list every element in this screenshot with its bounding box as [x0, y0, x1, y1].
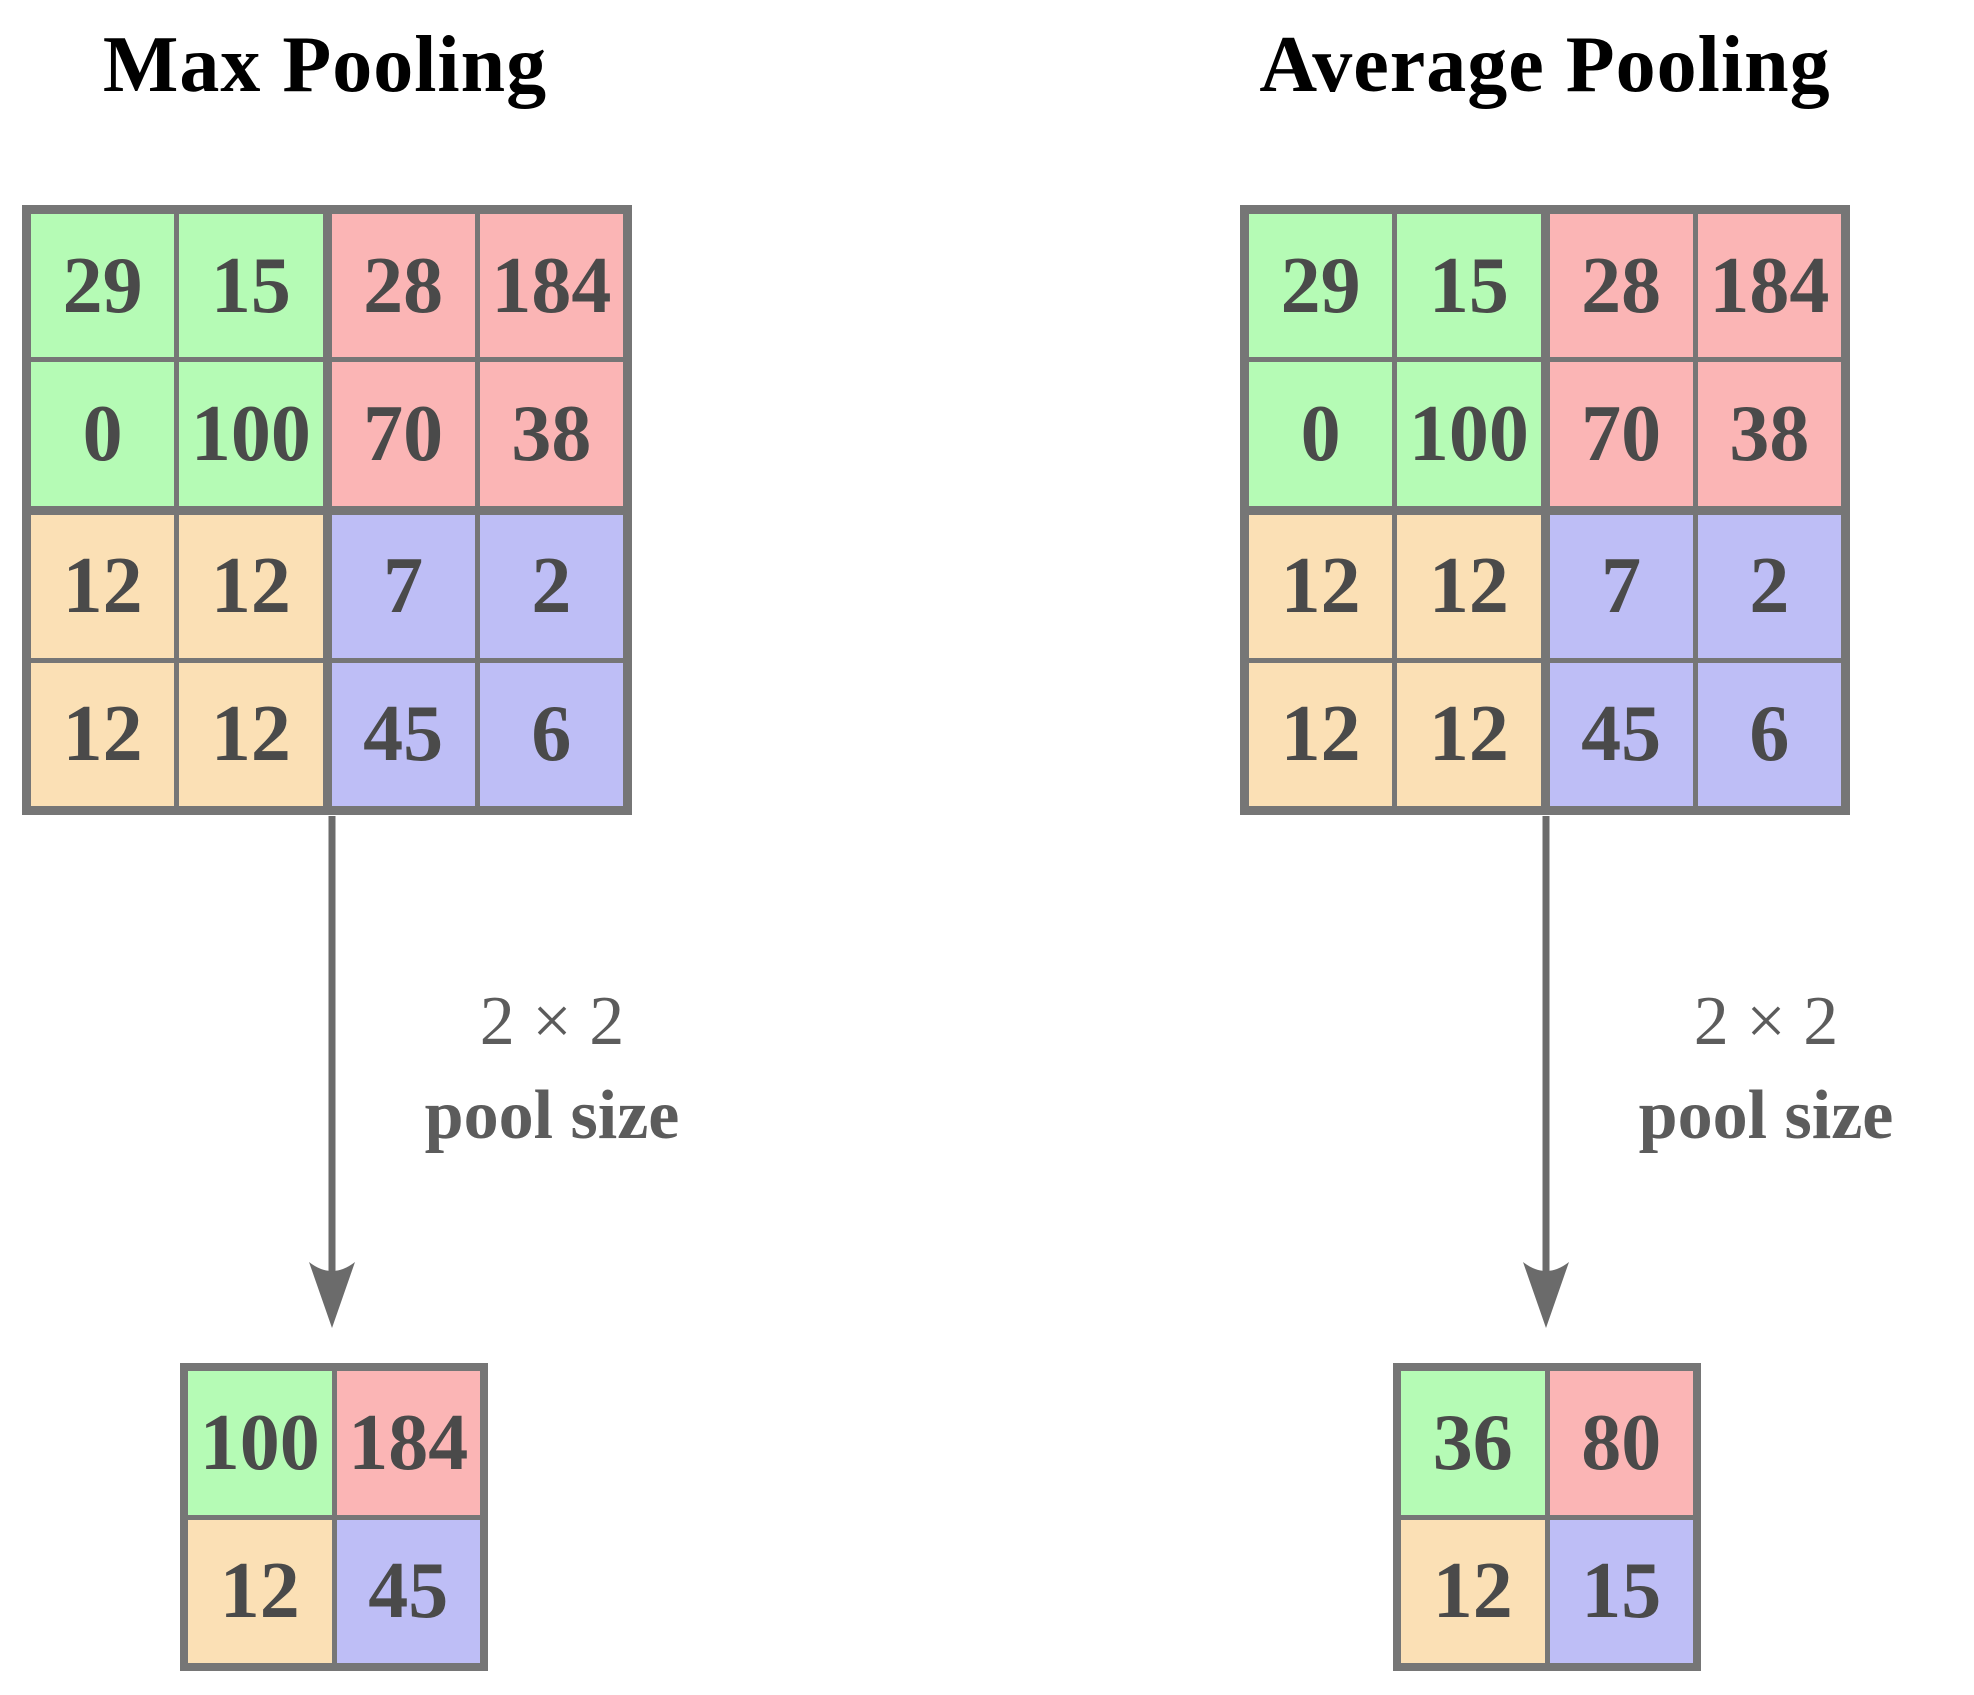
- matrix-cell: 6: [479, 662, 623, 806]
- matrix-cell: 15: [1397, 214, 1541, 358]
- matrix-cell: 6: [1697, 662, 1841, 806]
- result-cell: 184: [336, 1371, 480, 1515]
- down-arrow-icon: [309, 816, 355, 1328]
- matrix-cell: 7: [1549, 514, 1693, 658]
- matrix-cell: 12: [31, 514, 175, 658]
- quadrant-bottom-left: 12 12 12 12: [1249, 514, 1541, 806]
- average-result-matrix: 36 80 12 15: [1393, 1363, 1701, 1671]
- matrix-cell: 2: [1697, 514, 1841, 658]
- result-cell: 100: [188, 1371, 332, 1515]
- matrix-cell: 0: [1249, 362, 1393, 506]
- average-input-matrix: 29 15 0 100 28 184 70 38 12 12 12 12 7 2…: [1240, 205, 1850, 815]
- matrix-cell: 28: [331, 214, 475, 358]
- matrix-cell: 70: [331, 362, 475, 506]
- quadrant-bottom-right: 7 2 45 6: [1549, 514, 1841, 806]
- matrix-cell: 38: [479, 362, 623, 506]
- matrix-cell: 100: [1397, 362, 1541, 506]
- matrix-cell: 12: [1397, 514, 1541, 658]
- pool-size-value: 2 × 2: [1693, 983, 1839, 1060]
- matrix-cell: 12: [1249, 662, 1393, 806]
- matrix-cell: 12: [1249, 514, 1393, 658]
- matrix-cell: 2: [479, 514, 623, 658]
- result-cell: 15: [1549, 1519, 1693, 1663]
- matrix-cell: 184: [1697, 214, 1841, 358]
- max-pooling-title: Max Pooling: [102, 21, 548, 109]
- pool-size-label: 2 × 2 pool size: [1606, 978, 1926, 1159]
- matrix-cell: 15: [179, 214, 323, 358]
- max-input-matrix: 29 15 0 100 28 184 70 38 12 12 12 12 7 2…: [22, 205, 632, 815]
- matrix-cell: 70: [1549, 362, 1693, 506]
- result-cell: 12: [1401, 1519, 1545, 1663]
- quadrant-top-left: 29 15 0 100: [1249, 214, 1541, 506]
- pool-size-caption: pool size: [424, 1076, 680, 1154]
- down-arrow-icon: [1523, 816, 1569, 1328]
- matrix-cell: 29: [1249, 214, 1393, 358]
- matrix-cell: 45: [1549, 662, 1693, 806]
- quadrant-bottom-right: 7 2 45 6: [331, 514, 623, 806]
- matrix-cell: 28: [1549, 214, 1693, 358]
- result-cell: 36: [1401, 1371, 1545, 1515]
- matrix-cell: 184: [479, 214, 623, 358]
- result-cell: 45: [336, 1519, 480, 1663]
- quadrant-top-left: 29 15 0 100: [31, 214, 323, 506]
- matrix-cell: 45: [331, 662, 475, 806]
- pool-size-caption: pool size: [1638, 1076, 1894, 1154]
- max-result-matrix: 100 184 12 45: [180, 1363, 488, 1671]
- matrix-cell: 0: [31, 362, 175, 506]
- average-pooling-title: Average Pooling: [1259, 21, 1831, 109]
- matrix-cell: 12: [31, 662, 175, 806]
- matrix-cell: 29: [31, 214, 175, 358]
- pool-size-value: 2 × 2: [479, 983, 625, 1060]
- quadrant-top-right: 28 184 70 38: [1549, 214, 1841, 506]
- result-cell: 12: [188, 1519, 332, 1663]
- pool-size-label: 2 × 2 pool size: [392, 978, 712, 1159]
- matrix-cell: 12: [1397, 662, 1541, 806]
- result-cell: 80: [1549, 1371, 1693, 1515]
- matrix-cell: 12: [179, 662, 323, 806]
- matrix-cell: 100: [179, 362, 323, 506]
- matrix-cell: 38: [1697, 362, 1841, 506]
- matrix-cell: 7: [331, 514, 475, 658]
- quadrant-bottom-left: 12 12 12 12: [31, 514, 323, 806]
- quadrant-top-right: 28 184 70 38: [331, 214, 623, 506]
- matrix-cell: 12: [179, 514, 323, 658]
